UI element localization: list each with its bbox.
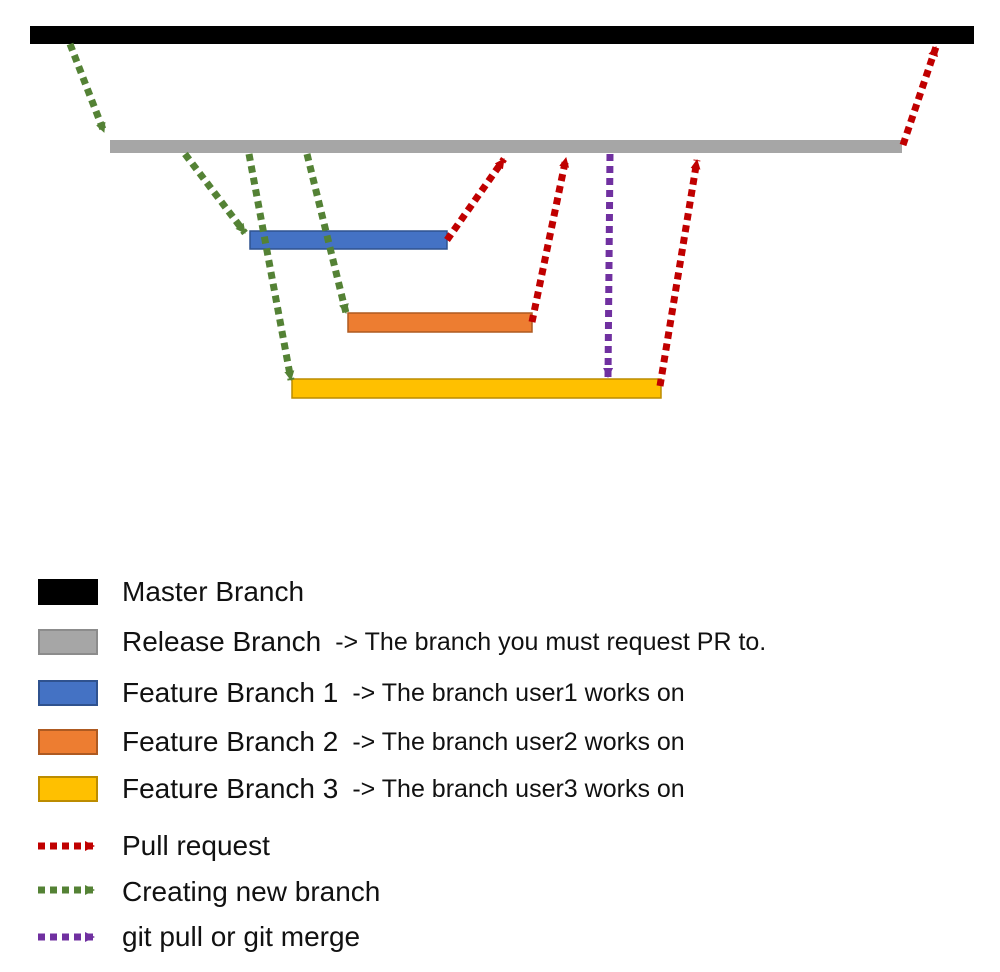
feature-branch-3-bar <box>291 378 662 399</box>
legend-item-new-branch: Creating new branch <box>38 876 381 907</box>
legend-item-feature-3: Feature Branch 3 -> The branch user3 wor… <box>38 773 685 804</box>
master-label: Master Branch <box>122 576 305 607</box>
legend-item-feature-1: Feature Branch 1 -> The branch user1 wor… <box>38 677 685 708</box>
feature-3-desc: -> The branch user3 works on <box>352 774 685 803</box>
pull-request-arrow-feature-1 <box>444 156 507 243</box>
new-branch-arrow-release-to-feature-3 <box>245 153 295 381</box>
feature-2-label: Feature Branch 2 <box>122 726 339 757</box>
release-label: Release Branch <box>122 626 322 657</box>
git-pull-label: git pull or git merge <box>122 921 361 952</box>
feature-3-swatch <box>38 776 98 802</box>
release-branch-bar <box>110 140 902 153</box>
feature-3-label: Feature Branch 3 <box>122 773 339 804</box>
new-branch-arrow-release-to-feature-2 <box>303 153 350 314</box>
legend-item-release: Release Branch -> The branch you must re… <box>38 626 767 657</box>
feature-branch-2-bar <box>347 312 533 333</box>
legend-item-master: Master Branch <box>38 576 305 607</box>
git-pull-arrow-release-to-feature-3 <box>603 153 614 378</box>
feature-2-swatch <box>38 729 98 755</box>
legend-item-feature-2: Feature Branch 2 -> The branch user2 wor… <box>38 726 685 757</box>
new-branch-arrow-release-to-feature-1 <box>182 151 248 236</box>
release-desc: -> The branch you must request PR to. <box>335 627 767 656</box>
legend-item-git-pull: git pull or git merge <box>38 921 361 952</box>
release-swatch <box>38 629 98 655</box>
pull-request-arrow-release-to-master <box>899 45 940 147</box>
new-branch-label: Creating new branch <box>122 876 381 907</box>
pull-request-arrow-feature-2 <box>528 157 570 323</box>
master-swatch <box>38 579 98 605</box>
master-branch-bar <box>30 26 974 44</box>
legend-item-pull-request: Pull request <box>38 830 270 861</box>
new-branch-arrow-master-to-release <box>66 42 108 134</box>
pull-request-arrow-feature-3 <box>656 159 701 387</box>
feature-1-desc: -> The branch user1 works on <box>352 678 685 707</box>
feature-2-desc: -> The branch user2 works on <box>352 727 685 756</box>
feature-1-label: Feature Branch 1 <box>122 677 339 708</box>
feature-1-swatch <box>38 680 98 706</box>
pull-request-label: Pull request <box>122 830 270 861</box>
